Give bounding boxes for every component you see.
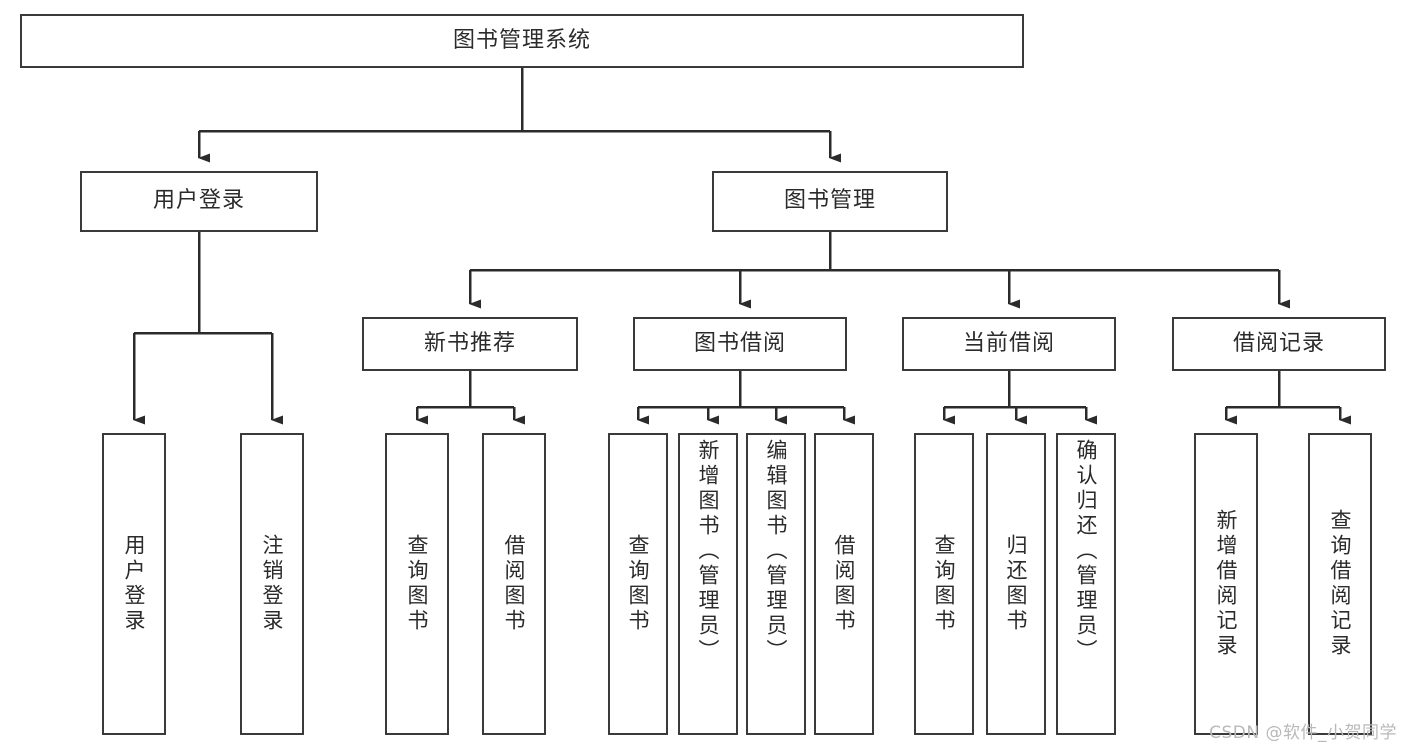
node-user-login[interactable]: 用户登录 [80,171,318,232]
node-current-borrow-label: 当前借阅 [962,330,1055,356]
node-leaf-query-book-borrow-label: 查询图书 [626,534,651,634]
node-book-manage-label: 图书管理 [783,188,876,214]
node-leaf-edit-book[interactable]: 编辑图书（管理员） [746,433,806,735]
node-leaf-confirm-return[interactable]: 确认归还（管理员） [1056,433,1116,735]
node-new-book-recommend[interactable]: 新书推荐 [362,317,578,371]
node-leaf-logout-label: 注销登录 [260,534,285,634]
node-leaf-logout[interactable]: 注销登录 [240,433,304,735]
node-leaf-query-book-borrow[interactable]: 查询图书 [608,433,668,735]
node-root[interactable]: 图书管理系统 [20,14,1024,68]
node-leaf-borrow-book[interactable]: 借阅图书 [814,433,874,735]
node-leaf-query-book-cur-label: 查询图书 [932,534,957,634]
node-leaf-add-record-label: 新增借阅记录 [1214,509,1239,659]
node-leaf-query-book-cur[interactable]: 查询图书 [914,433,974,735]
node-leaf-add-book-label: 新增图书（管理员） [696,439,721,664]
node-leaf-user-login[interactable]: 用户登录 [102,433,166,735]
node-leaf-query-record-label: 查询借阅记录 [1328,509,1353,659]
node-leaf-query-record[interactable]: 查询借阅记录 [1308,433,1372,735]
node-root-label: 图书管理系统 [452,27,591,53]
node-new-book-recommend-label: 新书推荐 [423,330,516,356]
csdn-watermark: CSDN @软件_小贺同学 [1209,723,1397,743]
node-book-borrow-label: 图书借阅 [693,330,786,356]
node-leaf-user-login-label: 用户登录 [122,534,147,634]
node-book-manage[interactable]: 图书管理 [712,171,948,232]
node-leaf-confirm-return-label: 确认归还（管理员） [1074,439,1099,664]
node-leaf-query-book-rec-label: 查询图书 [405,534,430,634]
node-borrow-record[interactable]: 借阅记录 [1172,317,1386,371]
node-leaf-edit-book-label: 编辑图书（管理员） [764,439,789,664]
node-leaf-return-book-label: 归还图书 [1004,534,1029,634]
node-leaf-borrow-book-rec[interactable]: 借阅图书 [482,433,546,735]
node-leaf-borrow-book-rec-label: 借阅图书 [502,534,527,634]
node-leaf-return-book[interactable]: 归还图书 [986,433,1046,735]
node-current-borrow[interactable]: 当前借阅 [902,317,1116,371]
node-leaf-borrow-book-label: 借阅图书 [832,534,857,634]
node-book-borrow[interactable]: 图书借阅 [633,317,847,371]
node-user-login-label: 用户登录 [152,188,245,214]
node-leaf-add-record[interactable]: 新增借阅记录 [1194,433,1258,735]
node-leaf-add-book[interactable]: 新增图书（管理员） [678,433,738,735]
node-borrow-record-label: 借阅记录 [1232,330,1325,356]
node-leaf-query-book-rec[interactable]: 查询图书 [385,433,449,735]
